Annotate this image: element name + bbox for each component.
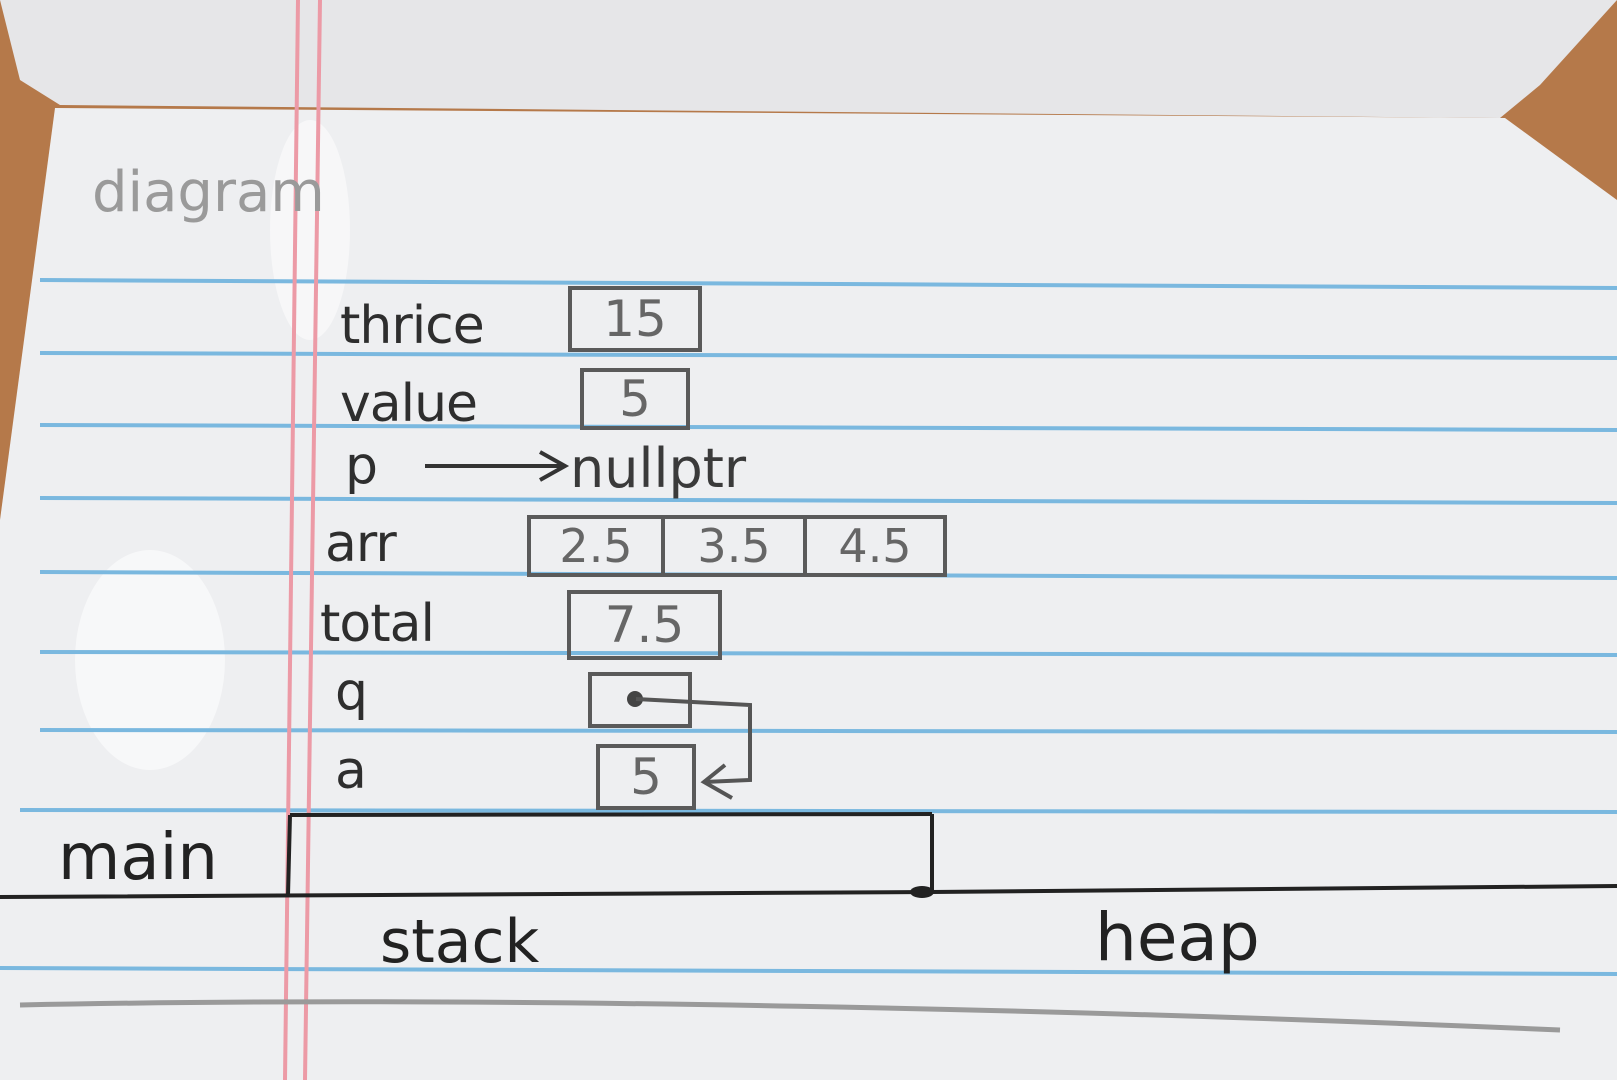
value-box-a: 5 — [596, 744, 696, 810]
arr-cell-0: 2.5 — [527, 515, 665, 577]
arr-cell-1: 3.5 — [661, 515, 807, 577]
arr-cell-2: 4.5 — [803, 515, 947, 577]
region-label-stack: stack — [380, 907, 540, 977]
var-label-a: a — [335, 741, 367, 801]
var-label-value: value — [340, 374, 478, 434]
margin-lines — [283, 0, 322, 1080]
value-box-value: 5 — [580, 368, 690, 430]
page-heading: diagram — [92, 160, 325, 225]
region-label-heap: heap — [1095, 899, 1260, 976]
value-box-thrice: 15 — [568, 286, 702, 352]
var-label-arr: arr — [325, 514, 397, 574]
value-box-total: 7.5 — [567, 590, 722, 660]
pointer-dot-q — [627, 691, 643, 707]
var-label-q: q — [335, 662, 368, 722]
ruled-lines — [0, 278, 1617, 976]
var-label-p: p — [345, 436, 378, 496]
nullptr-text: nullptr — [570, 437, 747, 500]
var-label-total: total — [320, 594, 435, 654]
frame-label-main: main — [58, 821, 218, 895]
var-label-thrice: thrice — [340, 296, 485, 356]
